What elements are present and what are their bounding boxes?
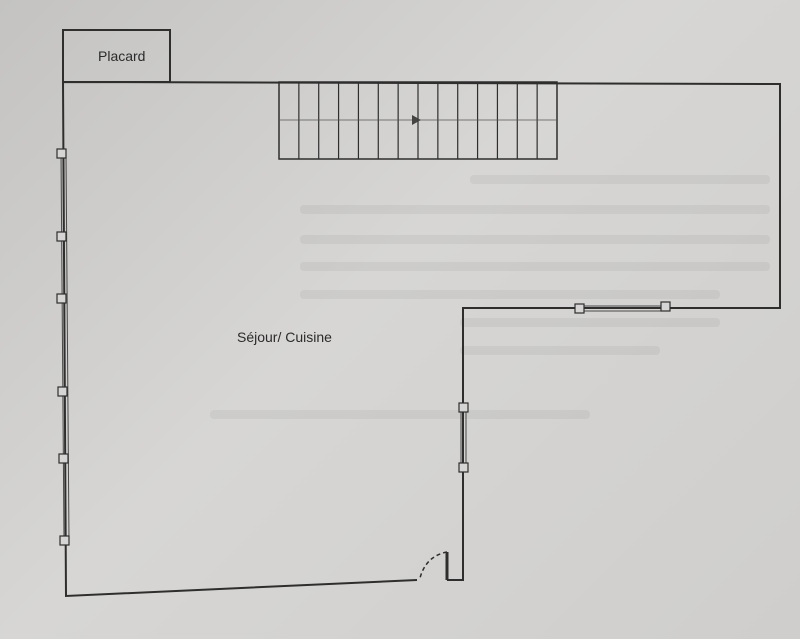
paper-bleed-through (300, 235, 770, 244)
staircase (278, 81, 558, 160)
paper-bleed-through (460, 318, 720, 327)
entrance-door (419, 551, 449, 580)
placard-label: Placard (98, 48, 145, 64)
window-top-inner-wall (574, 301, 671, 314)
window-left-wall (56, 148, 70, 546)
sejour-walls (62, 81, 781, 598)
stair-direction-arrow-icon (412, 115, 421, 125)
sejour-label: Séjour/ Cuisine (237, 329, 332, 345)
window-right-lower-wall (458, 402, 469, 473)
paper-bleed-through (300, 290, 720, 299)
paper-bleed-through (300, 262, 770, 271)
paper-bleed-through (210, 410, 590, 419)
paper-bleed-through (460, 346, 660, 355)
paper-bleed-through (470, 175, 770, 184)
paper-bleed-through (300, 205, 770, 214)
